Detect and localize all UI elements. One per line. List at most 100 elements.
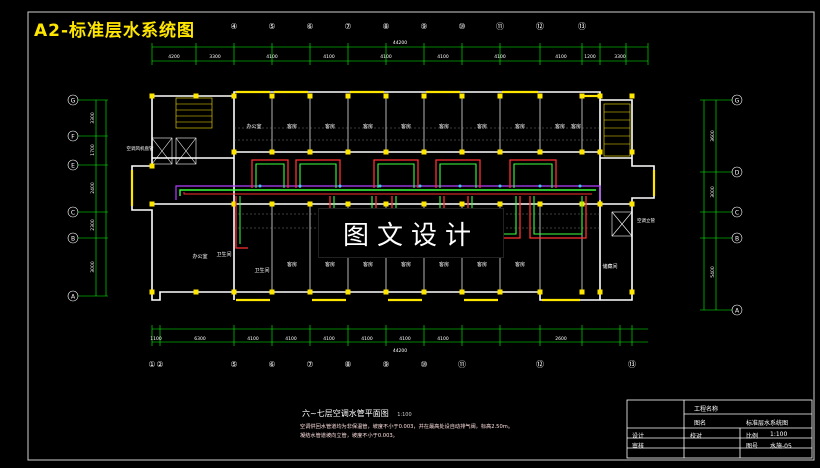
column [497, 149, 503, 155]
title-block-design: 设计 [632, 433, 645, 440]
column [231, 201, 237, 207]
stair-left [175, 97, 213, 129]
title-block-drawing-label: 图名 [694, 420, 707, 427]
axis-bubble-top: ⑪ [496, 22, 504, 31]
axis-bubble-bottom: ⑥ [268, 360, 275, 369]
column [383, 289, 389, 295]
axis-bubble-bottom: ⑩ [420, 360, 427, 369]
valve [498, 184, 502, 188]
column [579, 289, 585, 295]
axis-bubble-top: ④ [230, 22, 237, 31]
column [497, 93, 503, 99]
column [597, 289, 603, 295]
column [345, 201, 351, 207]
column [497, 201, 503, 207]
room-label: 客房 [363, 123, 373, 130]
column [537, 201, 543, 207]
supply-loop-south [529, 196, 587, 239]
title-block-approve: 审核 [632, 443, 645, 450]
axis-bubble-bottom: ⑤ [230, 360, 237, 369]
supply-loop-north [251, 159, 289, 188]
column [421, 289, 427, 295]
axis-letter-right: C [735, 210, 739, 217]
axis-bubble-bottom: ⑬ [628, 360, 636, 369]
title-block-number-label: 图号 [746, 443, 759, 450]
axis-bubble-bottom: ⑫ [536, 360, 544, 369]
title-block-drawing-name: 标准层水系统图 [746, 420, 789, 427]
room-label: 客房 [363, 261, 373, 268]
return-loop-south [533, 196, 583, 235]
axis-letter-right: A [735, 308, 740, 315]
room-label: 客房 [555, 123, 565, 130]
valve [458, 184, 462, 188]
supply-main-low [183, 192, 592, 195]
column [149, 201, 155, 207]
column [231, 93, 237, 99]
valve [338, 184, 342, 188]
room-label: 储藏间 [602, 263, 617, 270]
drawing-frame [27, 11, 815, 461]
dim-text-right: 5400 [710, 266, 716, 278]
column [383, 149, 389, 155]
column [497, 289, 503, 295]
column [307, 289, 313, 295]
axis-bubble-right [731, 304, 743, 316]
axis-bubble-right [731, 166, 743, 178]
dim-text-bottom: 1100 [150, 336, 162, 342]
axis-letter-right: B [735, 236, 739, 243]
plan-title: 六~七层空调水管平面图 [302, 409, 389, 418]
column [421, 93, 427, 99]
annotation-riser: 空调立管 [637, 217, 655, 224]
column [149, 93, 155, 99]
column [459, 149, 465, 155]
column [629, 201, 635, 207]
column [193, 289, 199, 295]
dim-text-top: 4100 [266, 54, 278, 60]
axis-bubble-top: ⑤ [268, 22, 275, 31]
supply-loop-north [295, 159, 341, 188]
column [537, 93, 543, 99]
column [537, 149, 543, 155]
axis-letter-left: B [71, 236, 75, 243]
column [269, 149, 275, 155]
dim-text-bottom: 4100 [437, 336, 449, 342]
axis-letter-left: C [71, 210, 75, 217]
dim-text-bottom: 4100 [323, 336, 335, 342]
dim-text-top: 4100 [494, 54, 506, 60]
note-line-2: 凝结水管道坡向立管，坡度不小于0.003。 [300, 433, 398, 439]
dim-text-right: 3600 [710, 130, 716, 142]
axis-bubble-bottom: ⑨ [382, 360, 389, 369]
dim-text-bottom: 4100 [399, 336, 411, 342]
column [383, 93, 389, 99]
axis-bubble-top: ⑬ [578, 22, 586, 31]
column [307, 201, 313, 207]
plan-caption: 六~七层空调水管平面图 1:100 [302, 408, 412, 419]
structural-columns [130, 90, 656, 302]
title-block-number-value: 水施-05 [770, 443, 792, 450]
room-label: 卫生间 [254, 267, 269, 274]
column [597, 201, 603, 207]
room-label: 客房 [439, 261, 449, 268]
axis-bubble-right [731, 206, 743, 218]
axis-letter-right: D [735, 170, 740, 177]
axis-bubble-top: ⑨ [420, 22, 427, 31]
room-label: 卫生间 [216, 251, 231, 258]
return-loop-north [377, 163, 415, 188]
supply-loop-north [435, 159, 481, 188]
column [383, 201, 389, 207]
valve [418, 184, 422, 188]
column [459, 93, 465, 99]
dim-text-right: 3000 [710, 186, 716, 198]
column [231, 149, 237, 155]
dim-text-left: 3300 [90, 112, 96, 124]
room-label: 客房 [325, 261, 335, 268]
room-label: 办公室 [246, 123, 261, 130]
dim-text-top: 4100 [555, 54, 567, 60]
axis-bubble-top: ⑦ [344, 22, 351, 31]
column [629, 149, 635, 155]
room-label: 客房 [325, 123, 335, 130]
column [629, 289, 635, 295]
room-partitions [234, 96, 600, 292]
